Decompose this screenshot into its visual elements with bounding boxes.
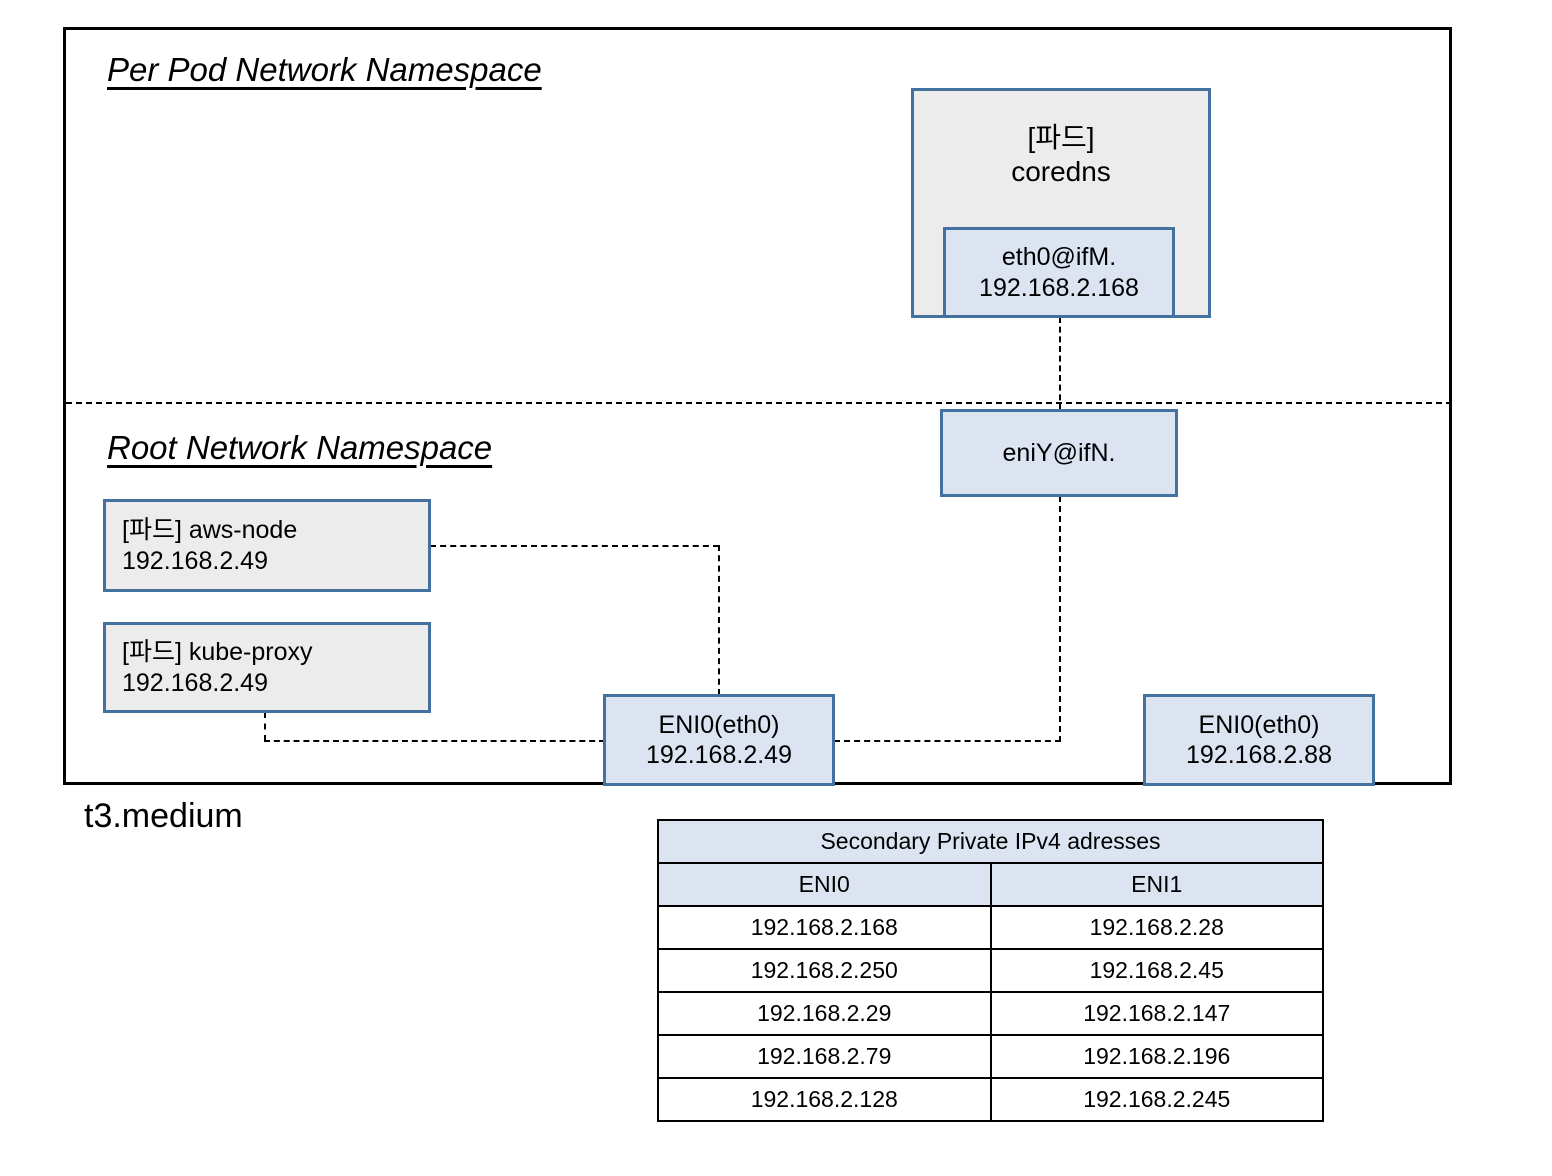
connector-coredns-to-eniy [1059,317,1061,410]
eni1-ip: 192.168.2.88 [1186,741,1332,769]
ip-cell: 192.168.2.79 [657,1034,992,1079]
pod-coredns-eth0-name: eth0@ifM. [1001,243,1117,271]
ip-table-head: Secondary Private IPv4 adresses ENI0 ENI… [657,819,1324,907]
ip-table-col-eni1: ENI1 [989,862,1324,907]
connector-kubeproxy-vertical [264,712,266,741]
eniy-interface-box[interactable]: eniY@ifN. [940,409,1178,497]
root-namespace-title: Root Network Namespace [107,429,493,466]
pod-aws-node-ip: 192.168.2.49 [122,546,268,575]
eni0-name: ENI0(eth0) [658,710,780,739]
ip-cell: 192.168.2.250 [657,948,992,993]
pod-kube-proxy-name: [파드] kube-proxy [122,638,313,666]
secondary-ip-table: Secondary Private IPv4 adresses ENI0 ENI… [657,819,1324,1122]
pod-kube-proxy-ip: 192.168.2.49 [122,668,268,697]
ip-cell: 192.168.2.29 [657,991,992,1036]
pod-aws-node-name: [파드] aws-node [122,516,298,544]
instance-type-label: t3.medium [84,797,243,835]
eni0-ip: 192.168.2.49 [646,741,792,769]
pod-coredns-eth0-box[interactable]: eth0@ifM. 192.168.2.168 [943,227,1175,318]
ip-cell: 192.168.2.147 [989,991,1324,1036]
ip-table-title-row: Secondary Private IPv4 adresses [657,819,1324,864]
ip-cell: 192.168.2.196 [989,1034,1324,1079]
ip-cell: 192.168.2.168 [657,905,992,950]
ip-cell: 192.168.2.28 [989,905,1324,950]
connector-kubeproxy-to-eni0 [264,740,605,742]
ip-table-column-row: ENI0 ENI1 [657,862,1324,907]
per-pod-namespace-title: Per Pod Network Namespace [107,51,542,88]
pod-coredns-name: coredns [1011,156,1111,188]
eni0-box[interactable]: ENI0(eth0) 192.168.2.49 [603,694,835,786]
eni1-box[interactable]: ENI0(eth0) 192.168.2.88 [1143,694,1375,786]
connector-awsnode-to-eni0 [718,545,720,695]
ip-cell: 192.168.2.245 [989,1077,1324,1122]
eniy-label: eniY@ifN. [1002,438,1116,467]
ip-table-col-eni0: ENI0 [657,862,992,907]
pod-kube-proxy-box[interactable]: [파드] kube-proxy 192.168.2.49 [103,622,431,713]
pod-coredns-eth0-ip: 192.168.2.168 [979,273,1139,302]
namespace-divider [66,402,1452,404]
eni1-name: ENI0(eth0) [1198,710,1320,739]
ip-cell: 192.168.2.45 [989,948,1324,993]
connector-awsnode-horizontal [430,545,719,547]
pod-aws-node-box[interactable]: [파드] aws-node 192.168.2.49 [103,499,431,592]
connector-eniy-down [1059,496,1061,742]
connector-eniy-to-eni0 [834,740,1061,742]
ip-cell: 192.168.2.128 [657,1077,992,1122]
pod-coredns-label-kr: [파드] [1027,122,1095,153]
ip-table-title: Secondary Private IPv4 adresses [657,819,1324,864]
